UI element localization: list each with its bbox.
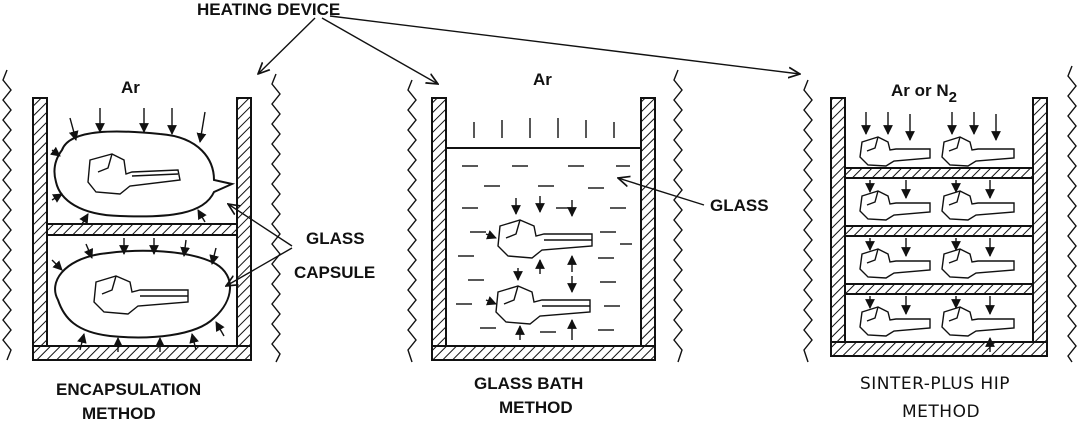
heater-coil-left-2 — [271, 73, 281, 363]
glass-dashes — [456, 165, 632, 333]
glass-capsule-lower — [54, 249, 231, 339]
heater-coil-middle-1 — [407, 79, 417, 363]
container-wall-right — [1032, 97, 1048, 357]
container-wall-left — [830, 97, 846, 357]
part-lower — [495, 285, 591, 325]
part-row3-right — [941, 248, 1015, 279]
shelf-1 — [844, 167, 1034, 179]
glass-bath-panel: Ar — [431, 70, 656, 417]
container-wall-left — [32, 97, 48, 361]
part-row4-right — [941, 306, 1015, 337]
part-row3-left — [859, 248, 931, 279]
container-floor — [431, 345, 656, 361]
heating-device-label: HEATING DEVICE — [197, 0, 340, 19]
part-row1-right — [941, 136, 1015, 167]
container-wall-left — [431, 97, 447, 361]
heater-coil-left-1 — [2, 69, 12, 361]
part-row2-left — [859, 190, 931, 221]
heating-device-arrows — [258, 15, 800, 84]
part-row1-left — [859, 136, 931, 167]
heater-coil-right-1 — [803, 79, 813, 363]
sinter-hip-label-line1: SINTER-PLUS HIP — [860, 374, 1010, 394]
encapsulation-label-line1: ENCAPSULATION — [56, 380, 201, 399]
encapsulation-label-line2: METHOD — [82, 404, 156, 423]
shelf-2 — [844, 225, 1034, 237]
part-upper — [497, 219, 593, 259]
heater-coil-middle-2 — [673, 69, 683, 363]
container-wall-right — [236, 97, 252, 361]
pressure-arrows-sinter — [861, 112, 1001, 352]
shelf-3 — [844, 283, 1034, 295]
part-lower — [93, 275, 189, 315]
glass-capsule-callout: GLASS CAPSULE — [226, 204, 375, 286]
sinter-hip-label-line2: METHOD — [902, 402, 980, 422]
ar-label-glass-bath: Ar — [533, 70, 552, 89]
ar-or-n2-label: Ar or N2 — [891, 81, 957, 106]
encapsulation-panel: Ar — [32, 78, 252, 423]
glass-capsule-label-line1: GLASS — [306, 229, 365, 248]
heater-coils — [2, 65, 1077, 363]
pressure-arrows-bath — [485, 196, 577, 340]
glass-callout: GLASS — [618, 178, 769, 215]
gas-pressure-ticks — [473, 118, 615, 138]
container-floor — [32, 345, 252, 361]
container-wall-right — [640, 97, 656, 361]
ar-label-encapsulation: Ar — [121, 78, 140, 97]
part-row2-right — [941, 190, 1015, 221]
container-floor — [830, 341, 1048, 357]
glass-capsule-upper — [53, 130, 236, 218]
pressure-arrows-lower — [51, 238, 225, 352]
pressure-arrows-upper — [50, 108, 207, 225]
part-row4-left — [859, 306, 931, 337]
glass-capsule-label-line2: CAPSULE — [294, 263, 375, 282]
part-upper — [87, 153, 181, 195]
glass-bath-label-line1: GLASS BATH — [474, 374, 583, 393]
glass-label: GLASS — [710, 196, 769, 215]
sinter-hip-panel: Ar or N2 — [830, 81, 1048, 422]
shelf — [46, 223, 238, 236]
glass-bath-label-line2: METHOD — [499, 398, 573, 417]
heater-coil-right-2 — [1067, 65, 1077, 363]
